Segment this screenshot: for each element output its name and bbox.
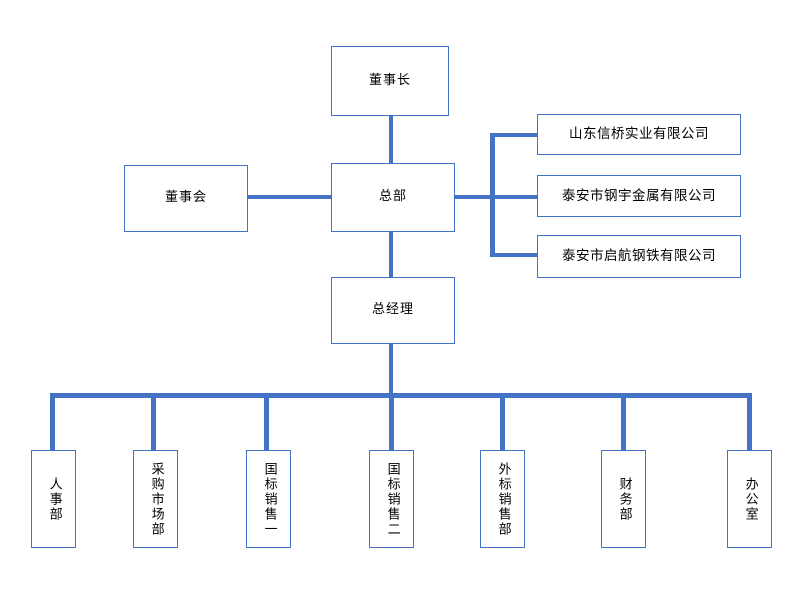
node-department-2[interactable]: 采购市场部 xyxy=(133,450,178,548)
node-headquarters-label: 总部 xyxy=(378,189,407,205)
node-department-1-label: 人事部 xyxy=(46,476,62,522)
node-board-of-directors[interactable]: 董事会 xyxy=(124,165,248,232)
node-board-of-directors-label: 董事会 xyxy=(164,190,207,206)
connector-subsidiary-branch-3 xyxy=(490,253,538,257)
connector-department-drop-7 xyxy=(747,393,752,451)
connector-chairman-to-headquarters xyxy=(389,115,393,165)
node-general-manager-label: 总经理 xyxy=(371,302,414,318)
connector-department-bus xyxy=(50,393,752,398)
node-subsidiary-2[interactable]: 泰安市钢宇金属有限公司 xyxy=(537,175,741,217)
node-department-6-label: 财务部 xyxy=(616,476,632,522)
node-subsidiary-1-label: 山东信桥实业有限公司 xyxy=(569,126,709,143)
connector-department-drop-2 xyxy=(151,393,156,451)
connector-department-drop-3 xyxy=(264,393,269,451)
node-subsidiary-1[interactable]: 山东信桥实业有限公司 xyxy=(537,114,741,155)
node-department-5[interactable]: 外标销售部 xyxy=(480,450,525,548)
node-chairman-label: 董事长 xyxy=(368,72,411,88)
connector-department-drop-5 xyxy=(500,393,505,451)
node-general-manager[interactable]: 总经理 xyxy=(331,277,455,344)
node-department-3-label: 国标销售一 xyxy=(261,461,277,537)
node-department-2-label: 采购市场部 xyxy=(148,461,164,537)
connector-subsidiary-branch-1 xyxy=(490,133,538,137)
node-subsidiary-3[interactable]: 泰安市启航钢铁有限公司 xyxy=(537,235,741,278)
connector-subsidiary-branch-2 xyxy=(490,195,538,199)
node-department-7[interactable]: 办公室 xyxy=(727,450,772,548)
node-department-5-label: 外标销售部 xyxy=(495,461,511,537)
connector-headquarters-to-subsidiary-trunk xyxy=(454,195,496,199)
node-department-3[interactable]: 国标销售一 xyxy=(246,450,291,548)
connector-general-manager-to-bus xyxy=(389,343,393,397)
connector-department-drop-4 xyxy=(389,393,394,451)
node-subsidiary-3-label: 泰安市启航钢铁有限公司 xyxy=(562,248,716,265)
connector-department-drop-6 xyxy=(621,393,626,451)
node-department-6[interactable]: 财务部 xyxy=(601,450,646,548)
node-headquarters[interactable]: 总部 xyxy=(331,163,455,232)
node-department-4-label: 国标销售二 xyxy=(384,461,400,537)
connector-department-drop-1 xyxy=(50,393,55,451)
node-subsidiary-2-label: 泰安市钢宇金属有限公司 xyxy=(562,187,716,204)
node-department-7-label: 办公室 xyxy=(742,476,758,522)
node-department-4[interactable]: 国标销售二 xyxy=(369,450,414,548)
node-chairman[interactable]: 董事长 xyxy=(331,46,449,116)
node-department-1[interactable]: 人事部 xyxy=(31,450,76,548)
connector-headquarters-to-general-manager xyxy=(389,230,393,278)
connector-board-to-headquarters xyxy=(247,195,333,199)
